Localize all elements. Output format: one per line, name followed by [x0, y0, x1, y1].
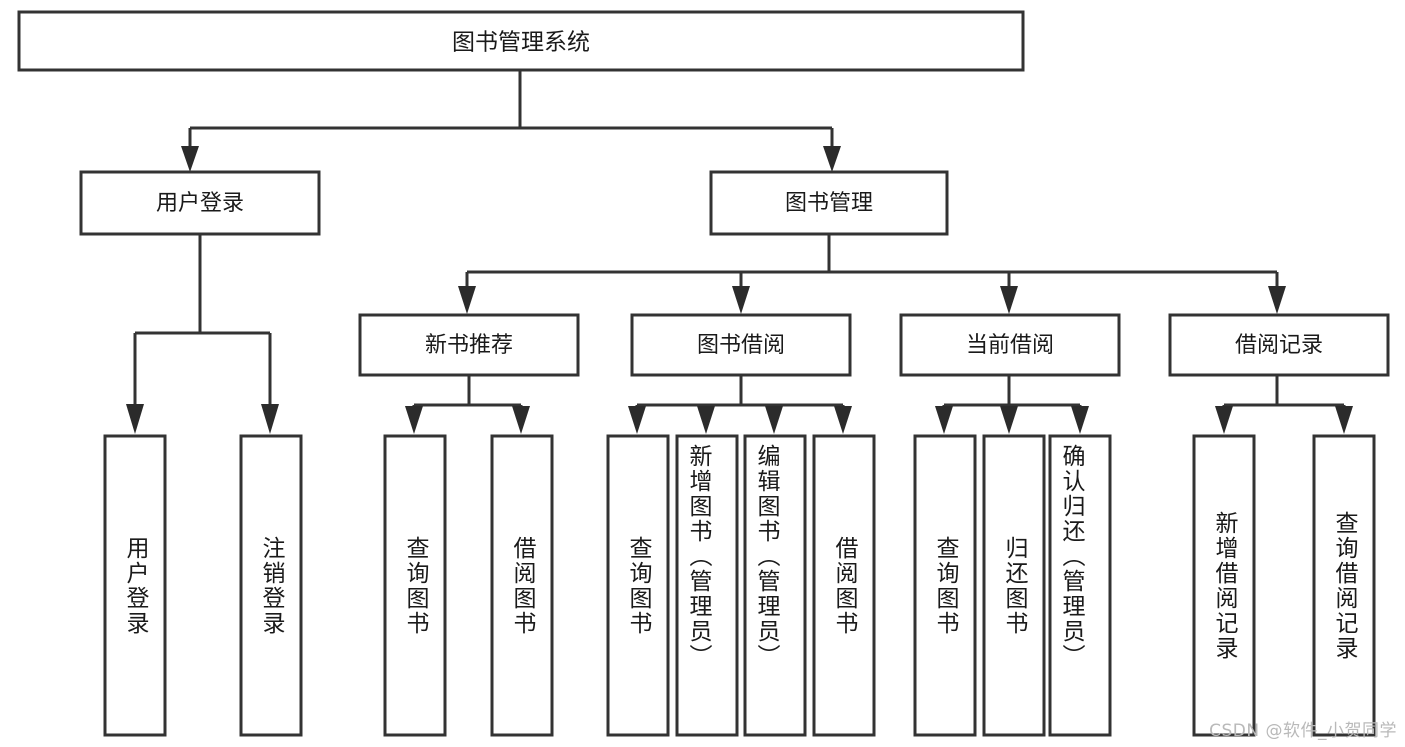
leaf-current-borrow-confirm-return[interactable]: 确认归还（管理员） — [1048, 434, 1112, 737]
node-new-book-recommend-label: 新书推荐 — [425, 333, 513, 358]
connector-root-to-level1 — [181, 70, 841, 172]
leaf-new-book-query-label: 查询图书 — [402, 536, 430, 636]
leaf-borrow-record-add[interactable]: 新增借阅记录 — [1192, 434, 1256, 737]
node-user-login[interactable]: 用户登录 — [79, 170, 321, 236]
leaf-user-login-logout[interactable]: 注销登录 — [239, 434, 303, 737]
node-book-management[interactable]: 图书管理 — [709, 170, 949, 236]
node-book-management-label: 图书管理 — [785, 191, 873, 216]
leaf-book-borrow-add-label: 新增图书（管理员） — [685, 444, 713, 669]
leaf-current-borrow-return[interactable]: 归还图书 — [982, 434, 1046, 737]
leaf-user-login-logout-label: 注销登录 — [258, 536, 286, 636]
connector-borrowrecord-to-leaves — [1215, 375, 1353, 434]
leaf-book-borrow-add[interactable]: 新增图书（管理员） — [675, 434, 739, 737]
leaf-new-book-borrow[interactable]: 借阅图书 — [490, 434, 554, 737]
leaf-borrow-record-query[interactable]: 查询借阅记录 — [1312, 434, 1376, 737]
leaf-user-login-login-label: 用户登录 — [122, 536, 150, 636]
leaf-book-borrow-query-label: 查询图书 — [625, 536, 653, 636]
node-borrow-record[interactable]: 借阅记录 — [1168, 313, 1390, 377]
node-new-book-recommend[interactable]: 新书推荐 — [358, 313, 580, 377]
connector-currentborrow-to-leaves — [935, 375, 1089, 434]
leaf-current-borrow-query[interactable]: 查询图书 — [913, 434, 977, 737]
leaf-borrow-record-add-label: 新增借阅记录 — [1211, 511, 1239, 661]
leaf-book-borrow-edit[interactable]: 编辑图书（管理员） — [743, 434, 807, 737]
leaf-current-borrow-confirm-return-label: 确认归还（管理员） — [1058, 444, 1086, 669]
node-root-system[interactable]: 图书管理系统 — [17, 10, 1025, 72]
connector-userlogin-to-leaves — [126, 234, 279, 434]
leaf-book-borrow-edit-label: 编辑图书（管理员） — [753, 444, 781, 669]
leaf-new-book-borrow-label: 借阅图书 — [509, 536, 537, 636]
connector-bookmgmt-to-level2 — [458, 234, 1286, 314]
leaf-borrow-record-query-label: 查询借阅记录 — [1331, 511, 1359, 661]
leaf-current-borrow-query-label: 查询图书 — [932, 536, 960, 636]
node-book-borrow[interactable]: 图书借阅 — [630, 313, 852, 377]
connector-newbook-to-leaves — [405, 375, 530, 434]
node-borrow-record-label: 借阅记录 — [1235, 333, 1323, 358]
leaf-user-login-login[interactable]: 用户登录 — [103, 434, 167, 737]
leaf-book-borrow-query[interactable]: 查询图书 — [606, 434, 670, 737]
leaf-book-borrow-borrow-label: 借阅图书 — [831, 536, 859, 636]
node-root-system-label: 图书管理系统 — [452, 30, 590, 56]
leaf-book-borrow-borrow[interactable]: 借阅图书 — [812, 434, 876, 737]
leaf-current-borrow-return-label: 归还图书 — [1001, 536, 1029, 636]
node-user-login-label: 用户登录 — [156, 191, 244, 216]
leaf-new-book-query[interactable]: 查询图书 — [383, 434, 447, 737]
node-current-borrow[interactable]: 当前借阅 — [899, 313, 1121, 377]
node-current-borrow-label: 当前借阅 — [966, 333, 1054, 358]
connector-bookborrow-to-leaves — [628, 375, 852, 434]
node-book-borrow-label: 图书借阅 — [697, 333, 785, 358]
